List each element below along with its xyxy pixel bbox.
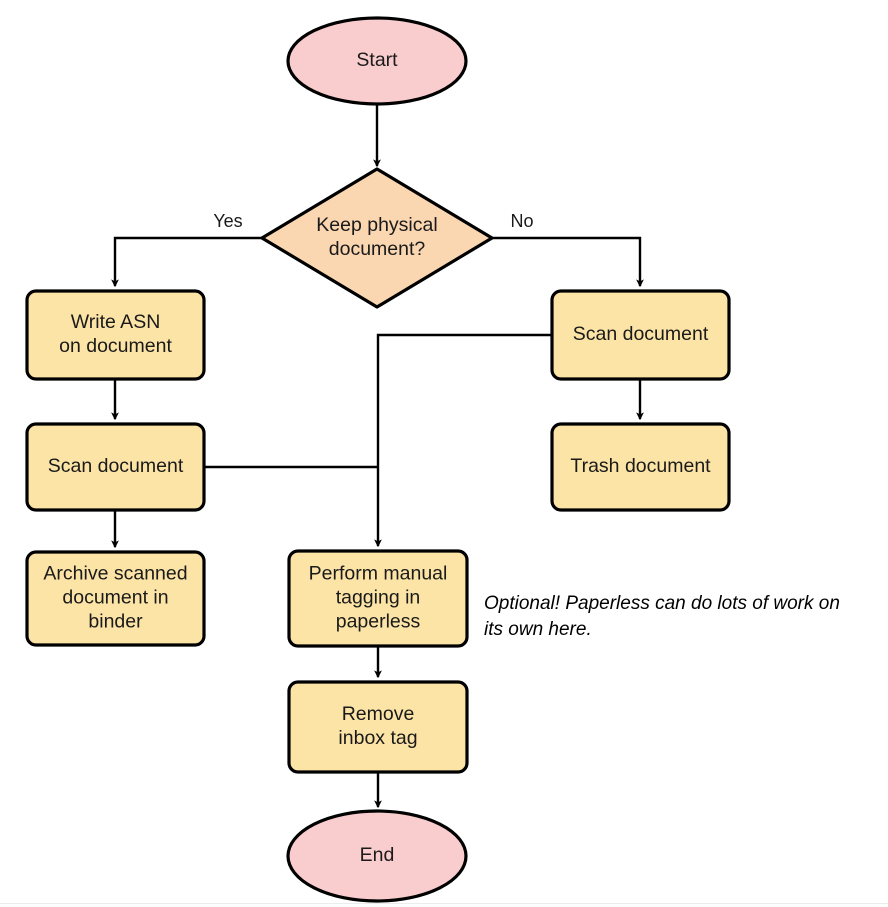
node-scan-document-right[interactable]: Scan document bbox=[550, 289, 731, 381]
node-ellipse bbox=[286, 16, 468, 106]
node-label: paperless bbox=[336, 611, 421, 633]
node-rect bbox=[287, 549, 469, 648]
node-trash-document[interactable]: Trash document bbox=[550, 422, 731, 512]
node-label: Scan document bbox=[48, 455, 184, 477]
edge-decision-no-to-scan-right: No bbox=[492, 211, 644, 288]
node-scan-document-left[interactable]: Scan document bbox=[25, 422, 206, 512]
node-rect bbox=[550, 289, 731, 381]
node-diamond bbox=[260, 167, 494, 309]
node-rect bbox=[25, 289, 206, 381]
node-label: on document bbox=[59, 335, 172, 357]
node-label: Keep physical bbox=[316, 214, 437, 236]
node-label: Remove bbox=[342, 703, 415, 725]
edges-layer: Yes No bbox=[111, 104, 644, 809]
edge-decision-yes-to-write-asn: Yes bbox=[111, 211, 262, 288]
node-label: tagging in bbox=[336, 587, 421, 609]
node-label: binder bbox=[88, 611, 143, 633]
node-label: Scan document bbox=[573, 323, 709, 345]
node-label: Start bbox=[356, 49, 398, 71]
edge-label-no: No bbox=[510, 211, 533, 231]
node-label: Perform manual bbox=[309, 563, 448, 585]
edge-path bbox=[374, 333, 552, 548]
annotations-layer: Optional! Paperless can do lots of work … bbox=[484, 593, 840, 640]
edge-path bbox=[111, 236, 262, 288]
annotation-optional-note: Optional! Paperless can do lots of work … bbox=[484, 593, 840, 640]
node-label: inbox tag bbox=[338, 727, 417, 749]
edge-scan-right-to-manual-tagging bbox=[374, 333, 552, 548]
node-rect bbox=[287, 680, 469, 774]
node-label: Trash document bbox=[570, 455, 711, 477]
node-end[interactable]: End bbox=[286, 809, 468, 903]
node-label: document in bbox=[62, 587, 168, 609]
edge-path bbox=[492, 236, 644, 288]
annotation-line: Optional! Paperless can do lots of work … bbox=[484, 593, 840, 614]
node-ellipse bbox=[286, 809, 468, 903]
annotation-line: its own here. bbox=[484, 619, 592, 640]
node-label: document? bbox=[329, 238, 426, 260]
node-label: End bbox=[360, 844, 395, 866]
node-rect bbox=[25, 422, 206, 512]
node-label: Archive scanned bbox=[43, 563, 187, 585]
node-label: Write ASN bbox=[71, 311, 161, 333]
node-rect bbox=[25, 550, 206, 647]
node-rect bbox=[550, 422, 731, 512]
node-start[interactable]: Start bbox=[286, 16, 468, 106]
edge-label-yes: Yes bbox=[213, 211, 242, 231]
